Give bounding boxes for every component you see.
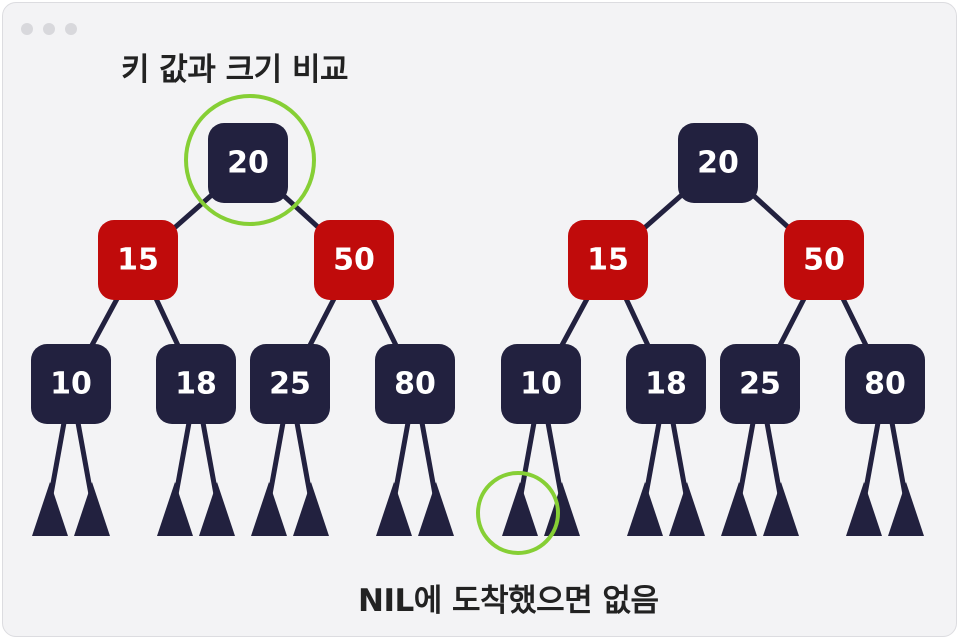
- nil-leaf-icon: [32, 482, 68, 536]
- svg-text:20: 20: [227, 146, 269, 181]
- tree-left-edges: [47, 160, 439, 503]
- window-dot-icon: [43, 23, 55, 35]
- nil-leaf-icon: [846, 482, 882, 536]
- svg-text:18: 18: [175, 367, 217, 402]
- tree-node: 50: [314, 220, 394, 300]
- svg-text:20: 20: [697, 146, 739, 181]
- nil-leaf-icon: [418, 482, 454, 536]
- svg-text:18: 18: [645, 367, 687, 402]
- svg-text:25: 25: [739, 367, 781, 402]
- nil-leaf-icon: [627, 482, 663, 536]
- tree-node: 50: [784, 220, 864, 300]
- nil-leaf-icon: [251, 482, 287, 536]
- svg-text:25: 25: [269, 367, 311, 402]
- tree-node: 80: [375, 344, 455, 424]
- window-dot-icon: [65, 23, 77, 35]
- tree-node: 15: [98, 220, 178, 300]
- svg-text:50: 50: [333, 243, 375, 278]
- highlight-circle-nil: [476, 471, 560, 555]
- svg-text:15: 15: [117, 243, 159, 278]
- tree-node: 10: [31, 344, 111, 424]
- tree-right-edges: [517, 160, 909, 503]
- nil-leaf-icon: [157, 482, 193, 536]
- svg-text:50: 50: [803, 243, 845, 278]
- svg-text:80: 80: [394, 367, 436, 402]
- nil-leaf-icon: [74, 482, 110, 536]
- nil-leaf-icon: [199, 482, 235, 536]
- tree-left-nodes: 20 15 50 10 18 25 80: [31, 123, 455, 424]
- nil-leaf-icon: [763, 482, 799, 536]
- tree-right-nodes: 20 15 50 10 18 25 80: [501, 123, 925, 424]
- tree-node: 18: [626, 344, 706, 424]
- tree-node: 25: [720, 344, 800, 424]
- tree-node: 20: [678, 123, 758, 203]
- tree-node: 18: [156, 344, 236, 424]
- nil-leaves: [32, 482, 924, 536]
- svg-text:10: 10: [50, 367, 92, 402]
- tree-node: 80: [845, 344, 925, 424]
- nil-leaf-icon: [721, 482, 757, 536]
- highlight-circle-root: [184, 94, 316, 226]
- caption-compare-key: 키 값과 크기 비교: [121, 52, 349, 88]
- svg-text:80: 80: [864, 367, 906, 402]
- nil-leaf-icon: [888, 482, 924, 536]
- svg-text:10: 10: [520, 367, 562, 402]
- tree-node: 10: [501, 344, 581, 424]
- nil-leaf-icon: [376, 482, 412, 536]
- tree-node: 25: [250, 344, 330, 424]
- nil-leaf-icon: [544, 482, 580, 536]
- svg-text:15: 15: [587, 243, 629, 278]
- nil-leaf-icon: [502, 482, 538, 536]
- nil-leaf-icon: [293, 482, 329, 536]
- tree-node: 15: [568, 220, 648, 300]
- nil-leaf-icon: [669, 482, 705, 536]
- window-dot-icon: [21, 23, 33, 35]
- tree-node: 20: [208, 123, 288, 203]
- caption-nil-reached: NIL에 도착했으면 없음: [358, 583, 659, 619]
